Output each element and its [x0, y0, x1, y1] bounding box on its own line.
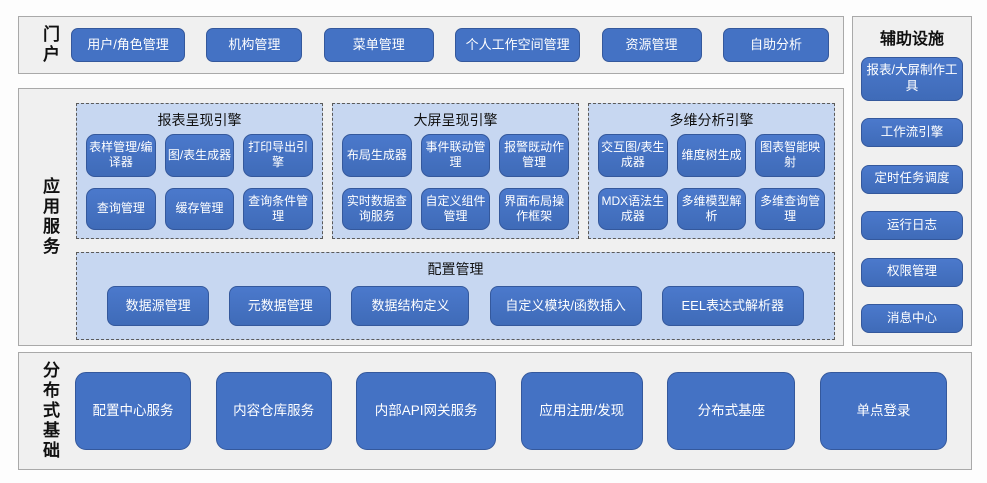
report-rendering-engine-title: 报表呈现引擎 — [157, 112, 242, 128]
layout-generator-button[interactable]: 布局生成器 — [342, 134, 412, 177]
metadata-management-button[interactable]: 元数据管理 — [229, 286, 332, 326]
multidim-analysis-engine-title: 多维分析引擎 — [669, 112, 754, 128]
workflow-engine-button[interactable]: 工作流引擎 — [861, 118, 963, 148]
auxiliary-section-title: 辅助设施 — [879, 31, 944, 48]
chart-smart-mapping-button[interactable]: 图表智能映射 — [755, 134, 825, 177]
app-services-section-label: 应用服务 — [40, 177, 59, 257]
auxiliary-button-column: 报表/大屏制作工具 工作流引擎 定时任务调度 运行日志 权限管理 消息中心 — [861, 57, 963, 333]
screen-rendering-engine-grid: 布局生成器 事件联动管理 报警既动作管理 实时数据查询服务 自定义组件管理 界面… — [342, 134, 569, 230]
portal-section: 门户 用户/角色管理 机构管理 菜单管理 个人工作空间管理 资源管理 自助分析 — [18, 16, 844, 74]
chart-table-generator-button[interactable]: 图/表生成器 — [164, 134, 235, 177]
dimension-tree-generation-button[interactable]: 维度树生成 — [676, 134, 747, 177]
data-structure-definition-button[interactable]: 数据结构定义 — [351, 286, 470, 326]
ui-layout-framework-button[interactable]: 界面布局操作框架 — [499, 187, 569, 230]
query-condition-management-button[interactable]: 查询条件管理 — [243, 187, 313, 230]
app-register-discovery-button[interactable]: 应用注册/发现 — [520, 372, 643, 450]
portal-button-row: 用户/角色管理 机构管理 菜单管理 个人工作空间管理 资源管理 自助分析 — [71, 17, 829, 73]
user-role-management-button[interactable]: 用户/角色管理 — [71, 28, 185, 62]
custom-component-management-button[interactable]: 自定义组件管理 — [420, 187, 491, 230]
self-service-analysis-button[interactable]: 自助分析 — [722, 28, 829, 62]
report-rendering-engine-grid: 表样管理/编译器 图/表生成器 打印导出引擎 查询管理 缓存管理 查询条件管理 — [86, 134, 313, 230]
distributed-button-row: 配置中心服务 内容仓库服务 内部API网关服务 应用注册/发现 分布式基座 单点… — [75, 353, 947, 469]
permission-management-button[interactable]: 权限管理 — [861, 257, 963, 287]
app-services-section: 应用服务 报表呈现引擎 表样管理/编译器 图/表生成器 打印导出引擎 查询管理 … — [18, 88, 844, 346]
screen-rendering-engine-group: 大屏呈现引擎 布局生成器 事件联动管理 报警既动作管理 实时数据查询服务 自定义… — [332, 103, 579, 239]
run-log-button[interactable]: 运行日志 — [861, 211, 963, 241]
personal-workspace-management-button[interactable]: 个人工作空间管理 — [455, 28, 581, 62]
portal-section-label: 门户 — [40, 25, 59, 65]
menu-management-button[interactable]: 菜单管理 — [323, 28, 434, 62]
report-style-compiler-button[interactable]: 表样管理/编译器 — [86, 134, 156, 177]
distributed-section-label: 分布式基础 — [40, 361, 59, 461]
distributed-base-button[interactable]: 分布式基座 — [667, 372, 796, 450]
alarm-action-management-button[interactable]: 报警既动作管理 — [499, 134, 569, 177]
resource-management-button[interactable]: 资源管理 — [601, 28, 702, 62]
report-rendering-engine-group: 报表呈现引擎 表样管理/编译器 图/表生成器 打印导出引擎 查询管理 缓存管理 … — [76, 103, 323, 239]
eel-expression-parser-button[interactable]: EEL表达式解析器 — [661, 286, 804, 326]
content-repository-service-button[interactable]: 内容仓库服务 — [215, 372, 332, 450]
query-management-button[interactable]: 查询管理 — [86, 187, 156, 230]
auxiliary-section: 辅助设施 报表/大屏制作工具 工作流引擎 定时任务调度 运行日志 权限管理 消息… — [852, 16, 972, 346]
screen-rendering-engine-title: 大屏呈现引擎 — [413, 112, 498, 128]
multidim-analysis-engine-grid: 交互图/表生成器 维度树生成 图表智能映射 MDX语法生成器 多维模型解析 多维… — [598, 134, 825, 230]
org-management-button[interactable]: 机构管理 — [206, 28, 303, 62]
config-management-title: 配置管理 — [427, 261, 484, 277]
config-management-group: 配置管理 数据源管理 元数据管理 数据结构定义 自定义模块/函数插入 EEL表达… — [76, 252, 835, 340]
custom-module-function-insert-button[interactable]: 自定义模块/函数插入 — [489, 286, 642, 326]
multidim-query-management-button[interactable]: 多维查询管理 — [755, 187, 825, 230]
internal-api-gateway-service-button[interactable]: 内部API网关服务 — [356, 372, 497, 450]
report-screen-authoring-tool-button[interactable]: 报表/大屏制作工具 — [861, 57, 963, 101]
single-sign-on-button[interactable]: 单点登录 — [819, 372, 947, 450]
engine-groups-row: 报表呈现引擎 表样管理/编译器 图/表生成器 打印导出引擎 查询管理 缓存管理 … — [76, 103, 835, 239]
config-center-service-button[interactable]: 配置中心服务 — [75, 372, 191, 450]
multidim-analysis-engine-group: 多维分析引擎 交互图/表生成器 维度树生成 图表智能映射 MDX语法生成器 多维… — [588, 103, 835, 239]
realtime-data-query-service-button[interactable]: 实时数据查询服务 — [342, 187, 412, 230]
message-center-button[interactable]: 消息中心 — [861, 303, 963, 333]
print-export-engine-button[interactable]: 打印导出引擎 — [243, 134, 313, 177]
distributed-section: 分布式基础 配置中心服务 内容仓库服务 内部API网关服务 应用注册/发现 分布… — [18, 352, 972, 470]
config-button-row: 数据源管理 元数据管理 数据结构定义 自定义模块/函数插入 EEL表达式解析器 — [87, 283, 824, 329]
event-linkage-management-button[interactable]: 事件联动管理 — [420, 134, 491, 177]
scheduled-task-button[interactable]: 定时任务调度 — [861, 164, 963, 194]
mdx-syntax-generator-button[interactable]: MDX语法生成器 — [598, 187, 668, 230]
cache-management-button[interactable]: 缓存管理 — [164, 187, 235, 230]
interactive-chart-generator-button[interactable]: 交互图/表生成器 — [598, 134, 668, 177]
datasource-management-button[interactable]: 数据源管理 — [107, 286, 210, 326]
multidim-model-parsing-button[interactable]: 多维模型解析 — [676, 187, 747, 230]
